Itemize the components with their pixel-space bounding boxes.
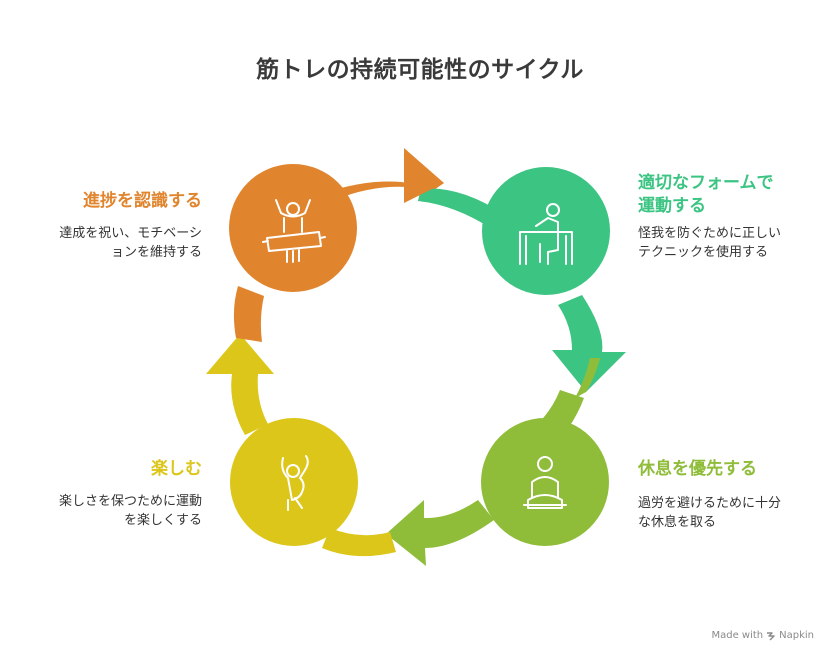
- made-with-text: Made with: [711, 630, 764, 641]
- step-desc-enjoy: 楽しさを保つために運動 を楽しくする: [58, 494, 202, 528]
- arrow-yellow-to-orange: [206, 286, 274, 435]
- step-label-rest: 休息を優先する: [638, 459, 757, 479]
- diagram-title: 筋トレの持続可能性のサイクル: [256, 57, 584, 83]
- step-desc-form: 怪我を防ぐために正しい テクニックを使用する: [638, 226, 782, 260]
- step-label-form: 適切なフォームで 運動する: [638, 173, 774, 216]
- step-desc-progress: 達成を祝い、モチベーシ ョンを維持する: [59, 226, 202, 260]
- meditation-icon: [523, 456, 567, 509]
- step-label-progress: 進捗を認識する: [83, 191, 202, 211]
- step-circle-rest: [481, 418, 609, 546]
- desk-exercise-icon: [519, 203, 573, 265]
- arrow-olive-to-yellow: [322, 500, 494, 566]
- napkin-footer[interactable]: Made with Napkin: [711, 630, 814, 641]
- finish-line-icon: [262, 199, 326, 263]
- step-circle-progress: [229, 164, 357, 292]
- jumping-person-icon: [281, 455, 309, 511]
- step-circle-enjoy: [230, 418, 358, 546]
- napkin-brand-text: Napkin: [779, 630, 814, 641]
- step-label-enjoy: 楽しむ: [151, 459, 202, 479]
- step-desc-rest: 過労を避けるために十分 な休息を取る: [638, 496, 782, 530]
- napkin-logo-icon: [767, 631, 775, 640]
